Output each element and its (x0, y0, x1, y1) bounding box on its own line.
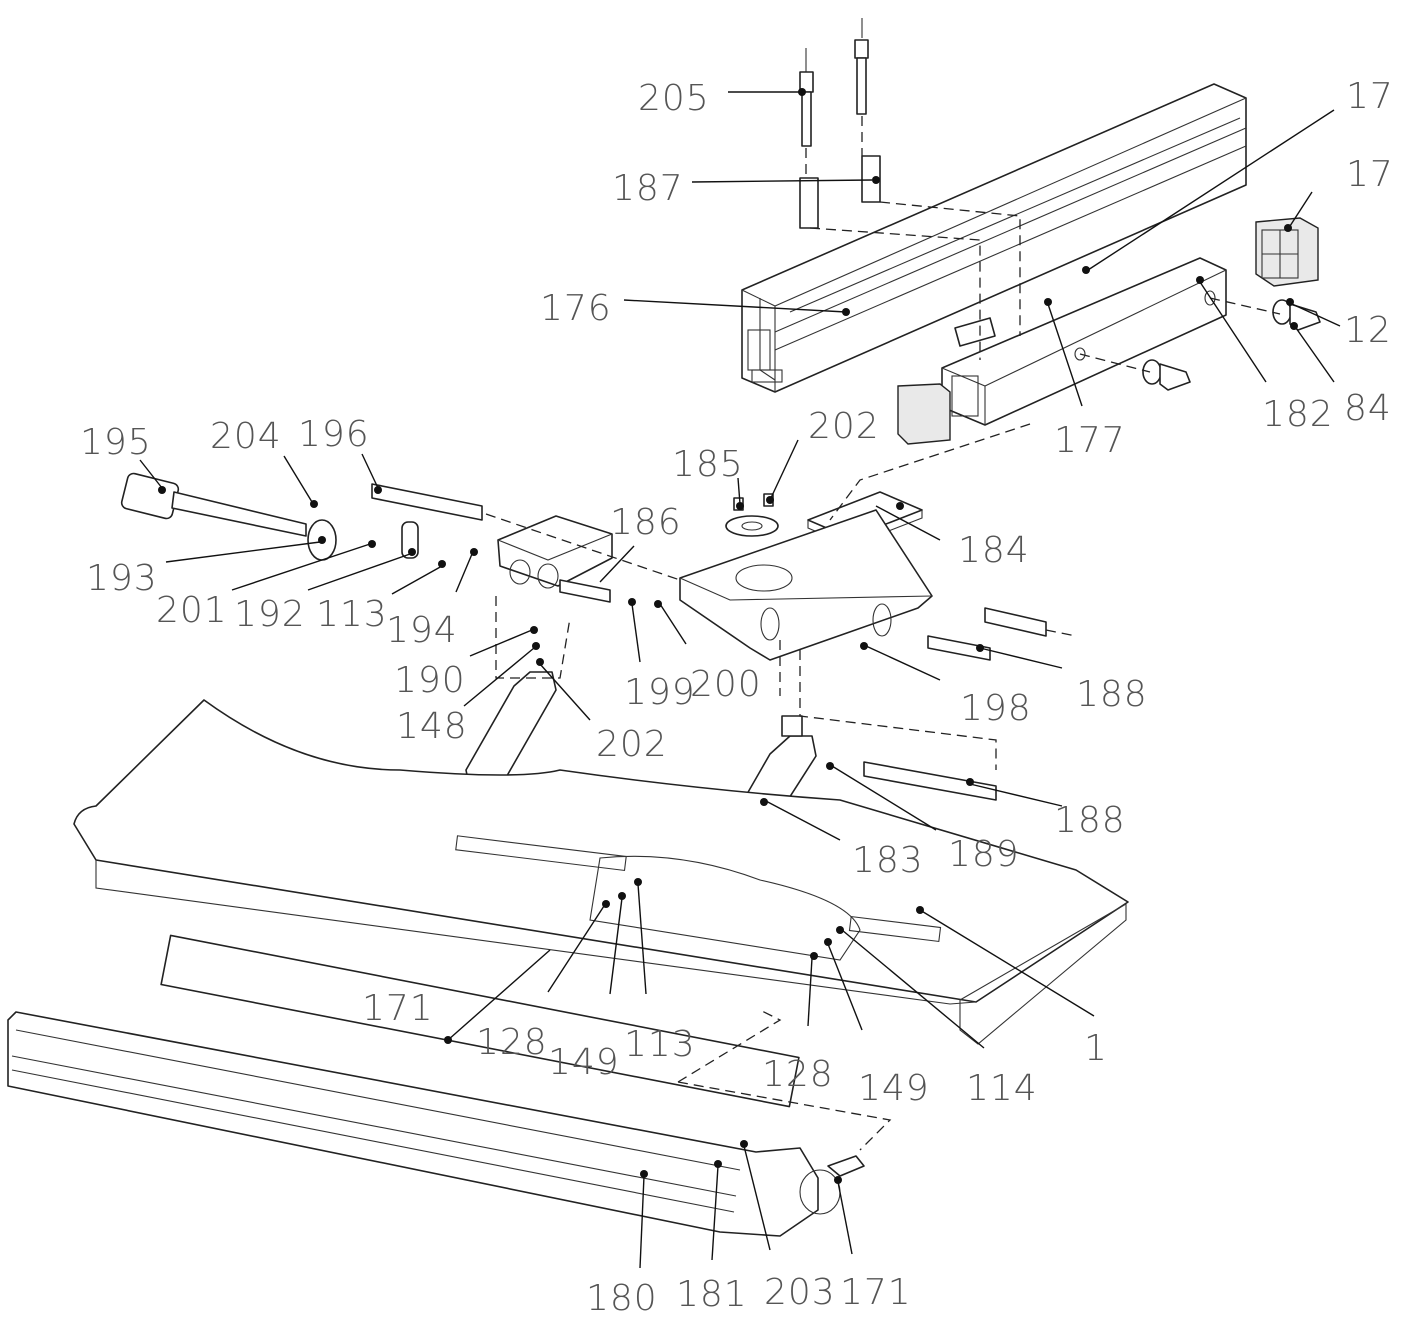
callout-201: 201 (156, 590, 228, 631)
callout-148: 148 (396, 706, 468, 747)
callout-202-mid: 202 (596, 724, 668, 765)
callout-171-bottom: 171 (840, 1272, 912, 1313)
callout-128-right: 128 (762, 1054, 834, 1095)
callout-205: 205 (638, 78, 710, 119)
callout-202-top: 202 (808, 406, 880, 447)
callout-113-top: 113 (316, 594, 388, 635)
callout-198: 198 (960, 688, 1032, 729)
callout-17-top: 17 (1346, 76, 1394, 117)
callout-1: 1 (1084, 1028, 1108, 1069)
callout-189: 189 (948, 834, 1020, 875)
callout-192: 192 (234, 594, 306, 635)
callout-180: 180 (586, 1278, 658, 1318)
end-caps-17 (897, 217, 1319, 445)
callout-203: 203 (764, 1272, 836, 1313)
bolts-205-187 (799, 18, 881, 229)
callout-114: 114 (966, 1068, 1038, 1109)
callout-171-left: 171 (362, 988, 434, 1029)
callout-149-right: 149 (858, 1068, 930, 1109)
callout-128-left: 128 (476, 1022, 548, 1063)
callout-176: 176 (540, 288, 612, 329)
callout-194: 194 (386, 610, 458, 651)
callout-187: 187 (612, 168, 684, 209)
callout-188-top: 188 (1076, 674, 1148, 715)
callout-84: 84 (1344, 388, 1392, 429)
callout-113-bottom: 113 (624, 1024, 696, 1065)
fence-180 (7, 934, 841, 1237)
callout-186: 186 (610, 502, 682, 543)
lock-housing (497, 515, 613, 589)
callout-199: 199 (624, 672, 696, 713)
bracket-186 (679, 509, 933, 661)
callout-204: 204 (210, 416, 282, 457)
callout-184: 184 (958, 530, 1030, 571)
callout-182: 182 (1262, 394, 1334, 435)
callout-149-left: 149 (548, 1042, 620, 1083)
callout-195: 195 (80, 422, 152, 463)
callout-185: 185 (672, 444, 744, 485)
knob-screws-12-84 (954, 299, 1321, 391)
callout-193: 193 (86, 558, 158, 599)
callout-181: 181 (676, 1274, 748, 1315)
leaders (139, 88, 1341, 1269)
callout-200: 200 (690, 664, 762, 705)
shafts (371, 483, 1047, 801)
callout-17-cap: 17 (1346, 154, 1394, 195)
callout-188-bottom: 188 (1054, 800, 1126, 841)
callout-190: 190 (394, 660, 466, 701)
callout-177: 177 (1054, 420, 1126, 461)
callout-183: 183 (852, 840, 924, 881)
handle-195 (120, 472, 419, 561)
callout-labels: 205 187 17 17 176 12 84 182 177 202 195 … (80, 76, 1394, 1318)
callout-12: 12 (1344, 310, 1392, 351)
table-1 (73, 699, 1129, 1045)
assembly-lines (485, 116, 1281, 1151)
callout-196: 196 (298, 414, 370, 455)
